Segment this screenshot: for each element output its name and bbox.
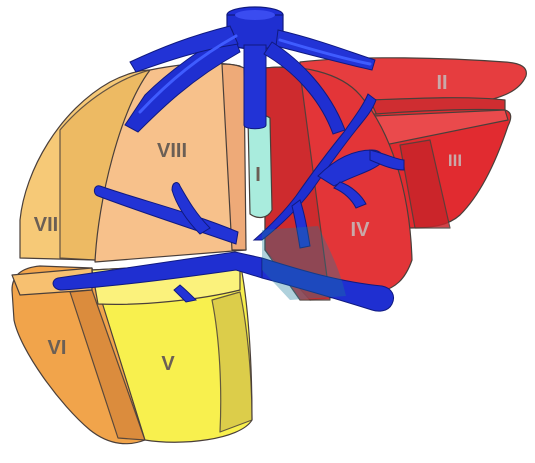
label-segment-IV: IV	[351, 219, 371, 241]
label-segment-I: I	[255, 164, 261, 186]
label-segment-VII: VII	[34, 214, 58, 236]
label-segment-II: II	[436, 72, 447, 94]
label-segment-VIII: VIII	[157, 140, 187, 162]
label-segment-III: III	[448, 151, 462, 170]
label-segment-V: V	[161, 353, 175, 375]
label-segment-VI: VI	[48, 337, 67, 359]
